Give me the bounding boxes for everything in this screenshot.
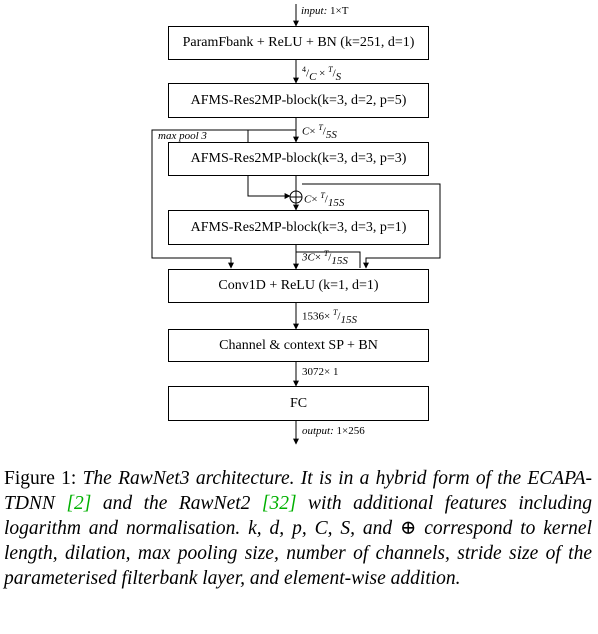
block-fc: FC	[168, 386, 429, 421]
edge-label-4: 3C× T/15S	[302, 249, 348, 267]
edge-label-2: C× T/5S	[302, 123, 337, 141]
caption-text-3: with additional features including logar…	[4, 493, 593, 589]
edge-label-3: C× T/15S	[304, 191, 345, 209]
output-label: output: 1×256	[302, 425, 365, 437]
skip-maxpool	[151, 129, 296, 269]
block-afms-1: AFMS-Res2MP-block(k=3, d=2, p=5)	[168, 83, 429, 118]
block-label: AFMS-Res2MP-block(k=3, d=3, p=3)	[190, 151, 407, 166]
block-label: AFMS-Res2MP-block(k=3, d=2, p=5)	[190, 92, 407, 108]
edge-label-1: 4/C × T/S	[302, 65, 342, 83]
block-label: FC	[289, 395, 308, 411]
caption-text-2: and the RawNet2	[102, 493, 251, 514]
figure-number: Figure 1:	[4, 468, 77, 489]
block-label: AFMS-Res2MP-block(k=3, d=3, p=1)	[190, 219, 407, 235]
block-label: Conv1D + ReLU (k=1, d=1)	[218, 278, 379, 293]
block-paramfbank: ParamFbank + ReLU + BN (k=251, d=1)	[168, 26, 429, 60]
figure-caption: Figure 1: The RawNet3 architecture. It i…	[4, 466, 592, 591]
block-conv1d: Conv1D + ReLU (k=1, d=1)	[168, 269, 429, 303]
architecture-diagram: ParamFbank + ReLU + BN (k=251, d=1) AFMS…	[151, 4, 441, 445]
skip-afms3	[296, 251, 361, 268]
edge-label-5: 1536× T/15S	[302, 308, 357, 326]
block-label: ParamFbank + ReLU + BN (k=251, d=1)	[182, 35, 415, 50]
reference-link-32[interactable]: [32]	[261, 493, 297, 514]
block-afms-2: AFMS-Res2MP-block(k=3, d=3, p=3)	[168, 142, 429, 176]
diagram-connectors	[151, 4, 441, 445]
block-afms-3: AFMS-Res2MP-block(k=3, d=3, p=1)	[168, 210, 429, 245]
input-label: input: 1×T	[301, 5, 349, 17]
caption-text-1: The RawNet3 architecture. It is in a hyb…	[4, 468, 592, 514]
skip-afms2	[302, 183, 441, 269]
maxpool-label: max pool 3	[158, 130, 207, 142]
block-label: Channel & context SP + BN	[219, 337, 378, 353]
block-pooling: Channel & context SP + BN	[168, 329, 429, 362]
edge-label-6: 3072× 1	[302, 366, 339, 378]
reference-link-2[interactable]: [2]	[66, 493, 92, 514]
